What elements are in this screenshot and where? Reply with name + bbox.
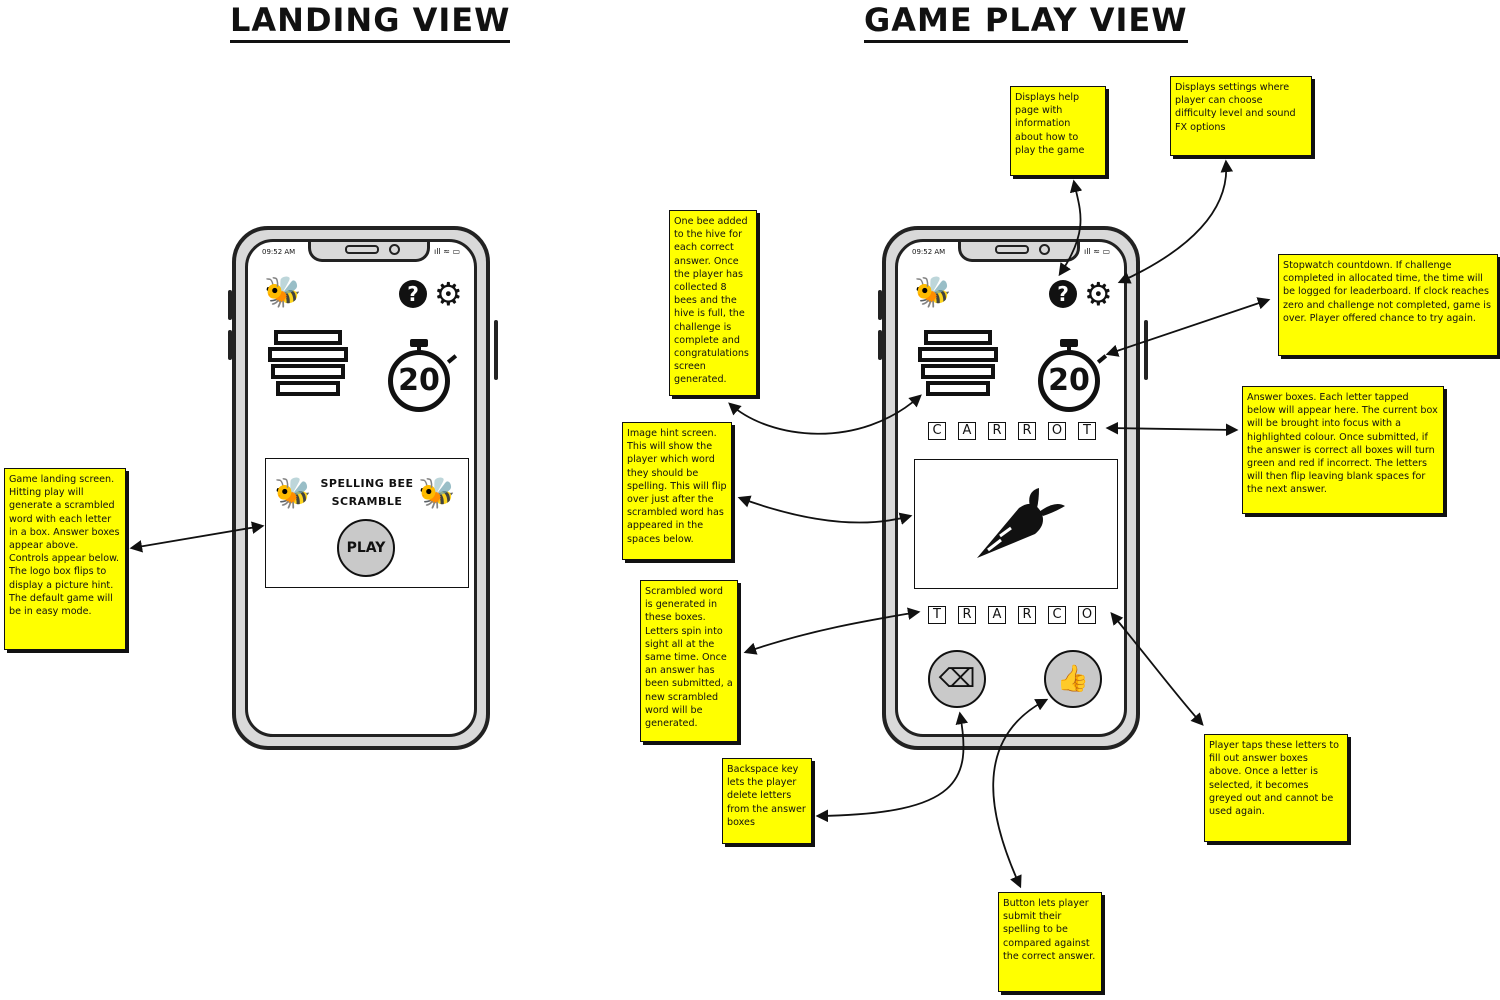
gameplay-phone: 09:52 AM ıll ≈ ▭ 🐝 ? ⚙ 20 C A R R O T (882, 226, 1140, 750)
arrow-help (1058, 179, 1083, 277)
phone-notch (308, 242, 430, 262)
note-answer-boxes: Answer boxes. Each letter tapped below w… (1242, 386, 1444, 514)
note-submit: Button lets player submit their spelling… (998, 892, 1102, 992)
note-hive: One bee added to the hive for each corre… (669, 210, 757, 396)
scrambled-letter[interactable]: T (928, 606, 946, 624)
timer-value: 20 (398, 363, 440, 398)
phone-side-button (228, 330, 232, 360)
landing-phone: 09:52 AM ıll ≈ ▭ 🐝 ? ⚙ 20 🐝 🐝 SPELLING B… (232, 226, 490, 750)
scrambled-letter[interactable]: R (958, 606, 976, 624)
phone-side-button (878, 330, 882, 360)
backspace-button[interactable]: ⌫ (928, 650, 986, 708)
image-hint-card (914, 459, 1118, 589)
arrow-hive (728, 394, 922, 435)
arrow-scrambled (743, 607, 921, 655)
phone-power-button (494, 320, 498, 380)
arrow-letters (1110, 612, 1204, 726)
answer-box: T (1078, 422, 1096, 440)
arrow-stopwatch (1105, 297, 1271, 357)
hive-icon (268, 330, 348, 400)
thumbs-up-icon: 👍 (1056, 664, 1090, 694)
phone-side-button (228, 290, 232, 320)
answer-box: O (1048, 422, 1066, 440)
answer-box: R (1018, 422, 1036, 440)
backspace-icon: ⌫ (938, 664, 976, 694)
game-title-line1: SPELLING BEE (320, 477, 414, 490)
arrow-answer (1105, 421, 1239, 437)
scrambled-letter[interactable]: R (1018, 606, 1036, 624)
submit-button[interactable]: 👍 (1044, 650, 1102, 708)
note-backspace: Backspace key lets the player delete let… (722, 758, 812, 844)
bee-icon: 🐝 (274, 476, 312, 511)
carrot-icon (977, 488, 1065, 558)
note-help: Displays help page with information abou… (1010, 86, 1106, 176)
note-stopwatch: Stopwatch countdown. If challenge comple… (1278, 254, 1498, 356)
scrambled-letter[interactable]: A (988, 606, 1006, 624)
bee-logo-icon: 🐝 (264, 275, 302, 310)
arrow-landing (129, 521, 265, 553)
answer-box: C (928, 422, 946, 440)
landing-view-heading: LANDING VIEW (230, 2, 511, 43)
game-play-view-heading: GAME PLAY VIEW (864, 2, 1188, 43)
game-title: SPELLING BEE SCRAMBLE (314, 475, 420, 511)
note-landing: Game landing screen. Hitting play will g… (4, 468, 126, 650)
help-icon[interactable]: ? (399, 280, 427, 308)
play-button[interactable]: PLAY (337, 519, 395, 577)
hive-icon (918, 330, 998, 400)
landing-logo-card: 🐝 🐝 SPELLING BEE SCRAMBLE PLAY (265, 458, 469, 588)
status-icons: ıll ≈ ▭ (433, 247, 460, 256)
arrow-submit (992, 698, 1049, 889)
game-title-line2: SCRAMBLE (331, 495, 403, 508)
phone-side-button (878, 290, 882, 320)
status-time: 09:52 AM (912, 248, 946, 256)
note-scrambled: Scrambled word is generated in these box… (640, 580, 738, 742)
arrow-backspace (815, 711, 968, 823)
status-time: 09:52 AM (262, 248, 296, 256)
timer-value: 20 (1048, 363, 1090, 398)
status-icons: ıll ≈ ▭ (1083, 247, 1110, 256)
stopwatch-icon: 20 (1038, 339, 1108, 412)
gameplay-screen: 09:52 AM ıll ≈ ▭ 🐝 ? ⚙ 20 C A R R O T (895, 239, 1127, 737)
arrow-image-hint (737, 495, 913, 525)
landing-screen: 09:52 AM ıll ≈ ▭ 🐝 ? ⚙ 20 🐝 🐝 SPELLING B… (245, 239, 477, 737)
phone-notch (958, 242, 1080, 262)
bee-icon: 🐝 (418, 476, 456, 511)
note-letters: Player taps these letters to fill out an… (1204, 734, 1348, 842)
answer-box: A (958, 422, 976, 440)
bee-logo-icon: 🐝 (914, 275, 952, 310)
stopwatch-icon: 20 (388, 339, 458, 412)
gear-icon[interactable]: ⚙ (434, 275, 463, 313)
note-settings: Displays settings where player can choos… (1170, 76, 1312, 156)
scrambled-letter[interactable]: O (1078, 606, 1096, 624)
arrow-settings (1117, 159, 1234, 284)
answer-box: R (988, 422, 1006, 440)
help-icon[interactable]: ? (1049, 280, 1077, 308)
scrambled-letter[interactable]: C (1048, 606, 1066, 624)
note-image-hint: Image hint screen. This will show the pl… (622, 422, 732, 560)
